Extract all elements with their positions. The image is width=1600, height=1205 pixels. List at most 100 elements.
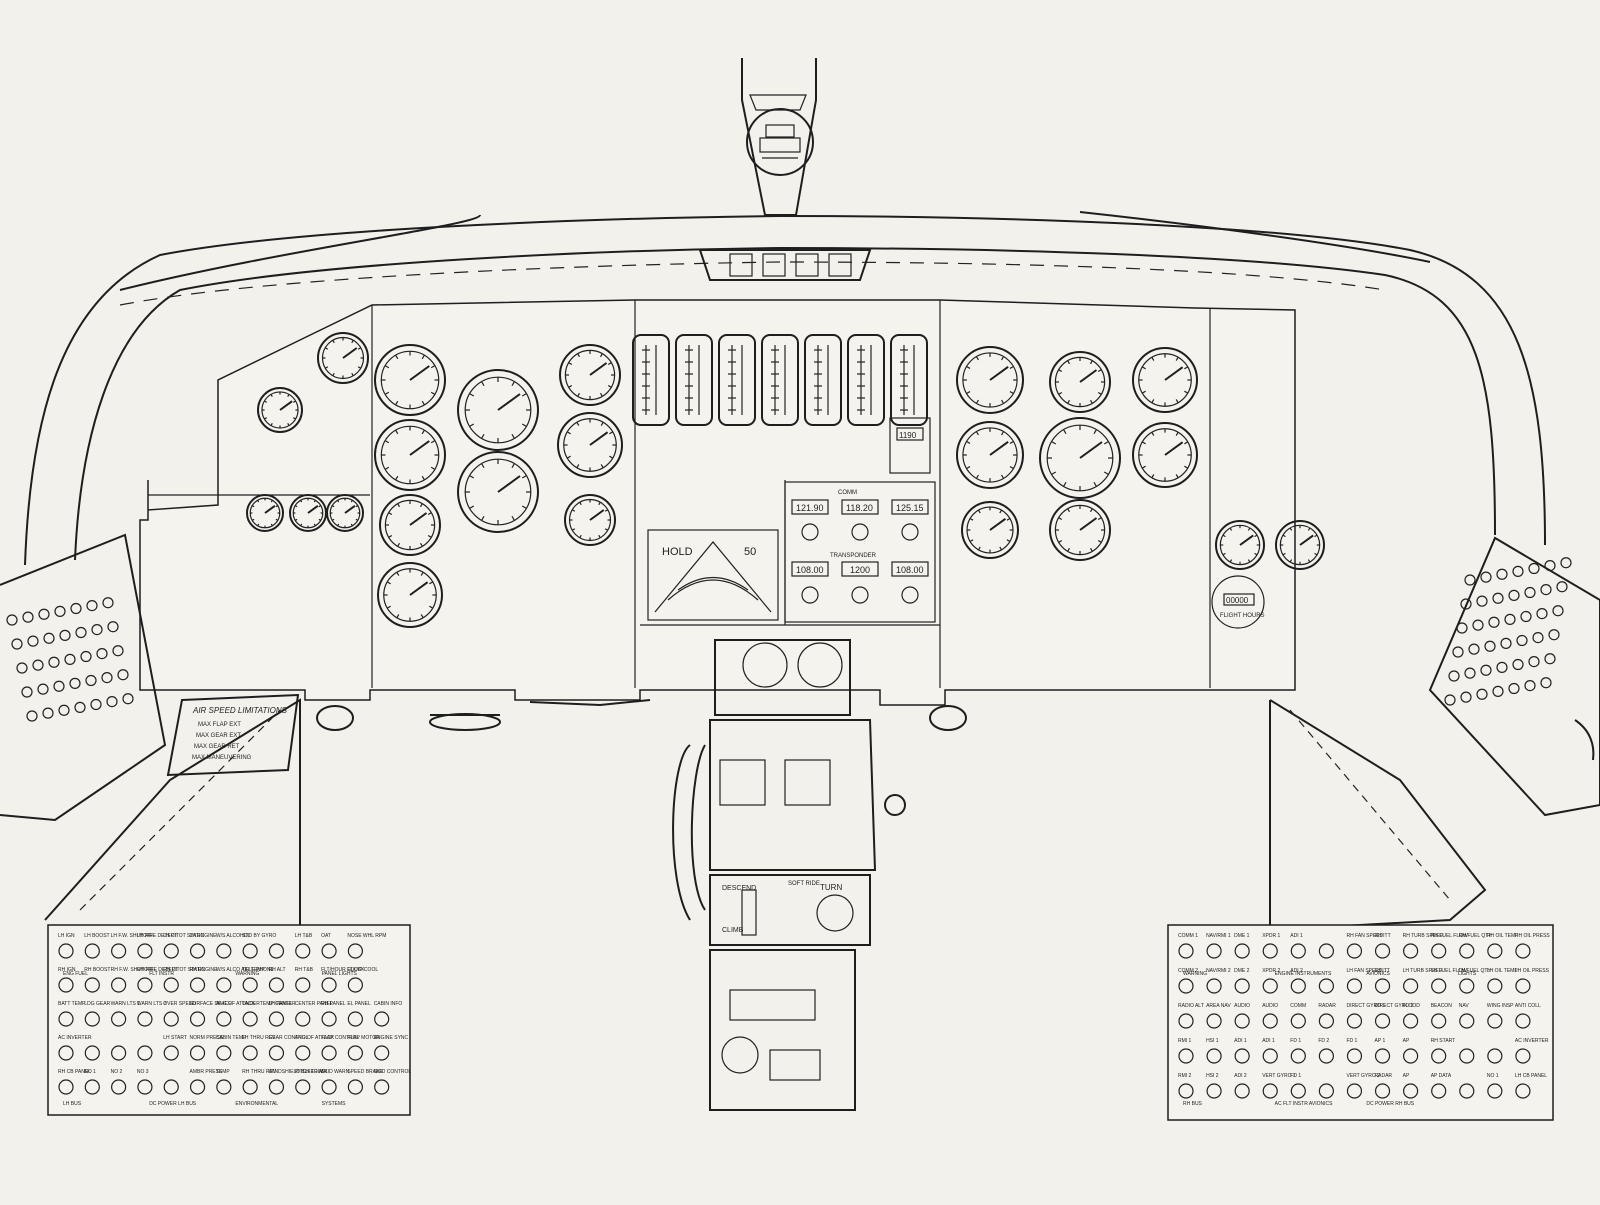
side-panel-knob[interactable] xyxy=(1448,670,1460,682)
side-panel-knob[interactable] xyxy=(106,695,118,708)
circuit-breaker[interactable] xyxy=(1374,1083,1391,1099)
circuit-breaker[interactable] xyxy=(321,1079,337,1095)
circuit-breaker[interactable] xyxy=(216,1079,232,1095)
side-panel-knob[interactable] xyxy=(90,698,102,711)
side-panel-knob[interactable] xyxy=(1544,559,1556,572)
circuit-breaker[interactable] xyxy=(1234,1048,1250,1064)
side-panel-knob[interactable] xyxy=(1560,557,1572,569)
circuit-breaker[interactable] xyxy=(1178,1048,1194,1064)
circuit-breaker[interactable] xyxy=(1318,943,1334,959)
circuit-breaker[interactable] xyxy=(1374,1013,1391,1029)
side-panel-knob[interactable] xyxy=(1488,616,1500,628)
circuit-breaker[interactable] xyxy=(189,1079,206,1095)
side-panel-knob[interactable] xyxy=(1472,619,1484,631)
circuit-breaker[interactable] xyxy=(1346,1048,1363,1064)
circuit-breaker[interactable] xyxy=(242,1045,258,1061)
side-panel-knob[interactable] xyxy=(1480,664,1492,676)
circuit-breaker[interactable] xyxy=(1403,1048,1419,1064)
side-panel-knob[interactable] xyxy=(37,683,49,695)
circuit-breaker[interactable] xyxy=(163,1045,179,1061)
side-panel-knob[interactable] xyxy=(11,638,23,650)
circuit-breaker[interactable] xyxy=(111,1011,127,1027)
side-panel-knob[interactable] xyxy=(85,674,97,687)
circuit-breaker[interactable] xyxy=(111,943,127,959)
circuit-breaker[interactable] xyxy=(374,1011,390,1027)
circuit-breaker[interactable] xyxy=(347,977,363,993)
side-panel-knob[interactable] xyxy=(75,626,87,639)
circuit-breaker[interactable] xyxy=(58,1011,74,1027)
circuit-breaker[interactable] xyxy=(84,1045,100,1061)
circuit-breaker[interactable] xyxy=(347,1079,363,1095)
side-panel-knob[interactable] xyxy=(27,635,39,647)
circuit-breaker[interactable] xyxy=(1178,943,1194,959)
side-panel-knob[interactable] xyxy=(53,680,65,692)
circuit-breaker[interactable] xyxy=(111,1079,127,1095)
side-panel-knob[interactable] xyxy=(16,662,28,674)
circuit-breaker[interactable] xyxy=(1346,1013,1363,1029)
circuit-breaker[interactable] xyxy=(1234,1013,1250,1029)
circuit-breaker[interactable] xyxy=(321,943,337,959)
side-panel-knob[interactable] xyxy=(1460,691,1472,703)
circuit-breaker[interactable] xyxy=(268,977,285,993)
circuit-breaker[interactable] xyxy=(189,1045,206,1061)
side-panel-knob[interactable] xyxy=(1528,562,1540,575)
side-panel-knob[interactable] xyxy=(1520,610,1532,623)
circuit-breaker[interactable] xyxy=(1206,943,1222,959)
side-panel-knob[interactable] xyxy=(1548,629,1560,641)
circuit-breaker[interactable] xyxy=(347,943,363,959)
circuit-breaker[interactable] xyxy=(295,1011,311,1027)
circuit-breaker[interactable] xyxy=(1262,978,1278,994)
circuit-breaker[interactable] xyxy=(137,1011,153,1027)
circuit-breaker[interactable] xyxy=(1290,978,1306,994)
circuit-breaker[interactable] xyxy=(242,1011,258,1027)
side-panel-knob[interactable] xyxy=(74,701,86,713)
circuit-breaker[interactable] xyxy=(1459,1083,1475,1099)
side-panel-knob[interactable] xyxy=(1500,637,1512,649)
circuit-breaker[interactable] xyxy=(242,977,258,993)
circuit-breaker[interactable] xyxy=(1431,978,1447,994)
circuit-breaker[interactable] xyxy=(58,1045,74,1061)
circuit-breaker[interactable] xyxy=(58,943,74,959)
circuit-breaker[interactable] xyxy=(111,977,127,993)
side-panel-knob[interactable] xyxy=(1508,682,1520,695)
circuit-breaker[interactable] xyxy=(295,1079,311,1095)
side-panel-knob[interactable] xyxy=(1492,592,1504,604)
circuit-breaker[interactable] xyxy=(1206,1013,1222,1029)
circuit-breaker[interactable] xyxy=(1515,978,1531,994)
circuit-breaker[interactable] xyxy=(1318,978,1334,994)
circuit-breaker[interactable] xyxy=(1487,943,1503,959)
side-panel-knob[interactable] xyxy=(54,605,66,617)
side-panel-knob[interactable] xyxy=(86,599,98,612)
side-panel-knob[interactable] xyxy=(22,611,34,623)
side-panel-knob[interactable] xyxy=(64,653,76,665)
side-panel-knob[interactable] xyxy=(122,693,134,705)
side-panel-knob[interactable] xyxy=(1508,589,1520,601)
circuit-breaker[interactable] xyxy=(1515,1048,1531,1064)
circuit-breaker[interactable] xyxy=(163,977,179,993)
circuit-breaker[interactable] xyxy=(268,1079,285,1095)
circuit-breaker[interactable] xyxy=(295,943,311,959)
circuit-breaker[interactable] xyxy=(1206,978,1222,994)
side-panel-knob[interactable] xyxy=(1492,685,1504,697)
circuit-breaker[interactable] xyxy=(163,1011,179,1027)
circuit-breaker[interactable] xyxy=(1206,1048,1222,1064)
circuit-breaker[interactable] xyxy=(1318,1013,1334,1029)
circuit-breaker[interactable] xyxy=(1459,943,1475,959)
side-panel-knob[interactable] xyxy=(1544,653,1556,665)
side-panel-knob[interactable] xyxy=(21,686,33,698)
circuit-breaker[interactable] xyxy=(1403,1013,1419,1029)
side-panel-knob[interactable] xyxy=(1464,574,1476,586)
side-panel-knob[interactable] xyxy=(1532,631,1544,644)
circuit-breaker[interactable] xyxy=(1403,943,1419,959)
circuit-breaker[interactable] xyxy=(1290,1048,1306,1064)
side-panel-knob[interactable] xyxy=(1556,581,1568,593)
circuit-breaker[interactable] xyxy=(84,977,100,993)
side-panel-knob[interactable] xyxy=(1484,640,1496,652)
circuit-breaker[interactable] xyxy=(242,1079,258,1095)
side-panel-knob[interactable] xyxy=(80,650,92,663)
circuit-breaker[interactable] xyxy=(84,943,100,959)
side-panel-knob[interactable] xyxy=(91,623,103,636)
circuit-breaker[interactable] xyxy=(1515,1083,1531,1099)
circuit-breaker[interactable] xyxy=(1346,1083,1363,1099)
circuit-breaker[interactable] xyxy=(268,943,285,959)
